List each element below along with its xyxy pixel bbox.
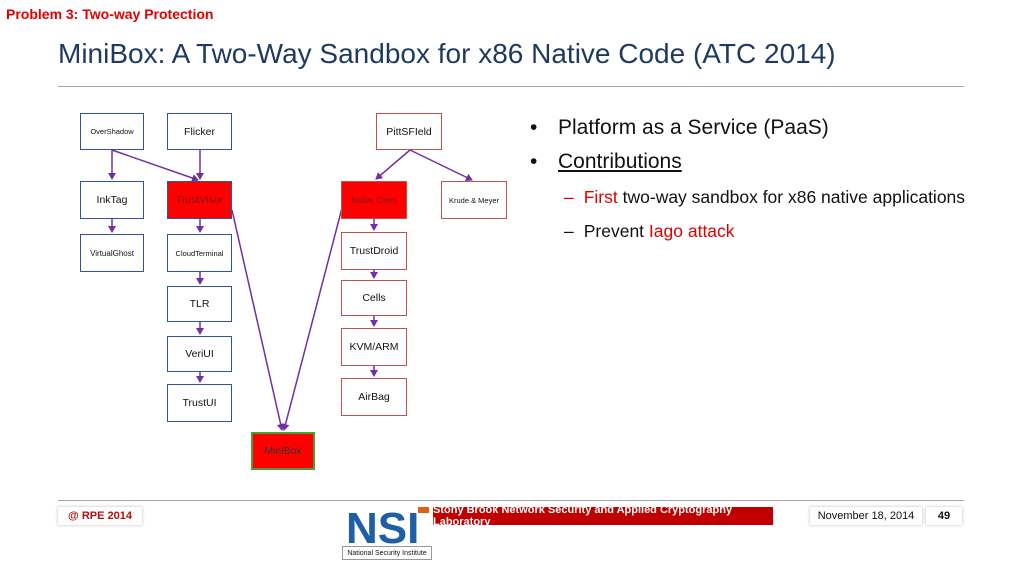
- dash-marker: –: [564, 187, 574, 207]
- node-veriui: VeriUI: [167, 336, 232, 372]
- node-airbag: AirBag: [341, 378, 407, 416]
- sub-bullet-text: Prevent Iago attack: [584, 218, 735, 244]
- node-cells: Cells: [341, 280, 407, 316]
- sub-bullet-iago: – Prevent Iago attack: [564, 218, 970, 244]
- footer-rpe: @ RPE 2014: [58, 507, 142, 525]
- edge-nativeclient-minibox: [281, 207, 343, 431]
- bullet-item-paas: • Platform as a Service (PaaS): [530, 116, 970, 140]
- node-cloudterminal: CloudTerminal: [167, 234, 232, 272]
- emphasis-first: First: [583, 187, 618, 207]
- bullet-text: Contributions: [558, 150, 682, 173]
- problem-label: Problem 3: Two-way Protection: [6, 6, 214, 22]
- title-divider: [58, 86, 964, 87]
- edge-trustvisor-minibox: [231, 209, 285, 431]
- node-trustui: TrustUI: [167, 384, 232, 422]
- slide-title: MiniBox: A Two-Way Sandbox for x86 Nativ…: [58, 38, 836, 69]
- sub-bullet-rest: two-way sandbox for x86 native applicati…: [617, 187, 966, 207]
- sub-bullet-first: – First two-way sandbox for x86 native a…: [564, 184, 970, 210]
- sub-bullet-text: First two-way sandbox for x86 native app…: [584, 184, 965, 210]
- footer-date: November 18, 2014: [810, 507, 922, 525]
- emphasis-iago: Iago attack: [648, 221, 735, 241]
- edge-overshadow-trustvisor: [111, 149, 199, 182]
- page-number: 49: [926, 507, 962, 525]
- bullet-item-contributions: • Contributions: [530, 150, 970, 174]
- node-flicker: Flicker: [167, 113, 232, 150]
- node-overshadow: OverShadow: [80, 113, 144, 150]
- node-pittsfield: PittSFIeld: [376, 113, 442, 150]
- logo-text: NSI: [346, 504, 419, 553]
- sub-bullet-prefix: Prevent: [583, 221, 649, 241]
- footer-divider: [58, 500, 964, 501]
- bullet-dot: •: [530, 116, 538, 139]
- node-tlr: TLR: [167, 286, 232, 322]
- bullet-list: • Platform as a Service (PaaS) • Contrib…: [530, 116, 970, 252]
- node-krude-meyer: Krude & Meyer: [441, 181, 507, 219]
- node-minibox: MiniBox: [251, 432, 315, 470]
- edge-pittsfield-krude: [409, 149, 473, 181]
- nsi-logo-icon: NSI: [344, 504, 430, 553]
- node-native-client: Native Client: [341, 181, 407, 219]
- node-trustvisor: TrustVisor: [167, 181, 232, 219]
- bullet-dot: •: [530, 150, 538, 173]
- logo-caption: National Security Institute: [342, 546, 432, 560]
- node-inktag: InkTag: [80, 181, 144, 219]
- bullet-text: Platform as a Service (PaaS): [558, 116, 829, 139]
- edge-pittsfield-nativeclient: [375, 149, 411, 180]
- node-virtualghost: VirtualGhost: [80, 234, 144, 272]
- node-kvm-arm: KVM/ARM: [341, 328, 407, 366]
- lab-banner: Stony Brook Network Security and Applied…: [433, 504, 773, 528]
- dash-marker: –: [564, 221, 574, 241]
- node-trustdroid: TrustDroid: [341, 232, 407, 270]
